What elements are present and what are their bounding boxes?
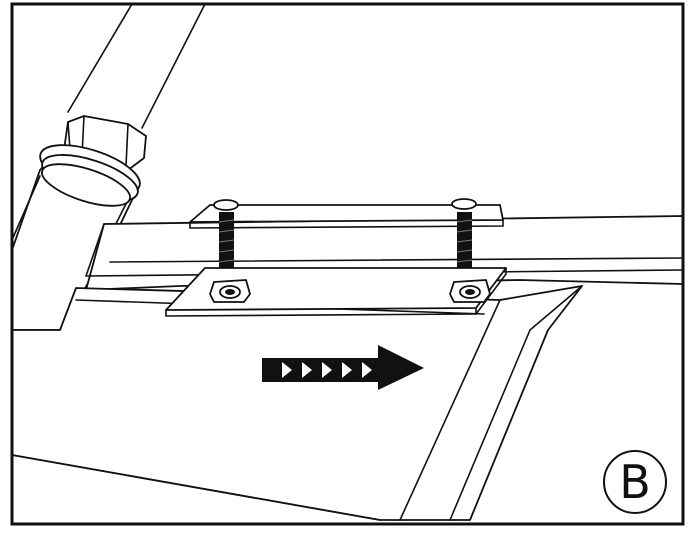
upper-clamp-plate [189,198,504,229]
direction-arrow-icon [262,345,424,390]
tube-fitting-nut [39,115,147,207]
right-bolt [456,212,473,278]
left-bolt [218,212,235,278]
right-nut [449,279,491,303]
figure-label: B [603,450,667,514]
left-nut [209,279,251,303]
figure-label-text: B [619,455,651,509]
deck-panel [11,285,583,521]
diagram-border [10,2,685,526]
